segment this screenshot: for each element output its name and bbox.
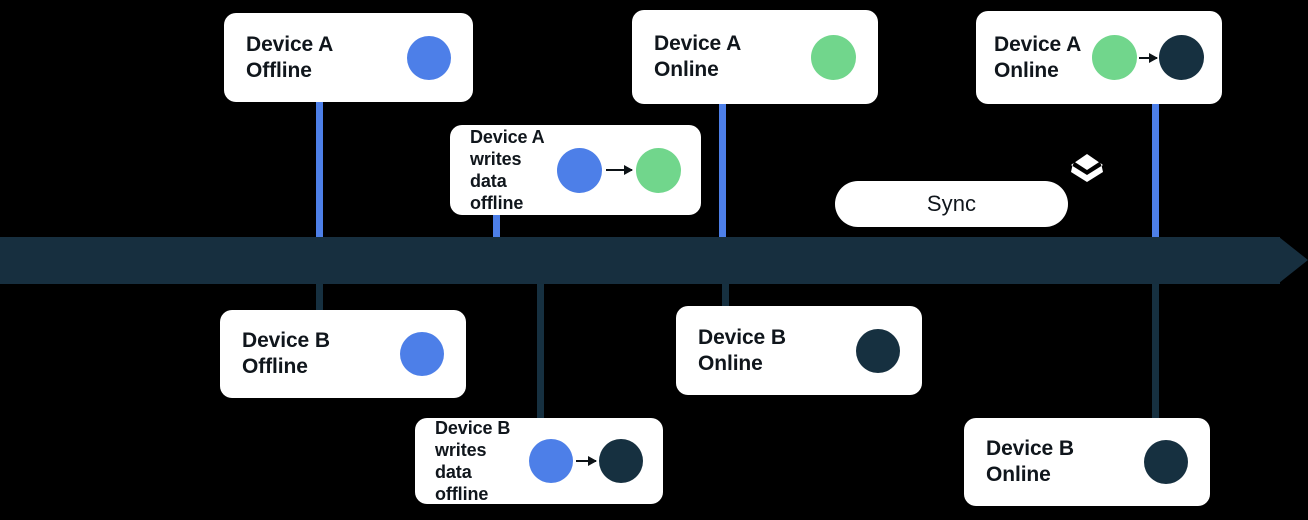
card-label: Device A writes data offline xyxy=(470,126,545,214)
layers-icon xyxy=(1071,154,1103,182)
connector-device-b-offline xyxy=(316,284,323,310)
card-label: Device A Online xyxy=(654,32,742,81)
card-device-b-writes-data-offline[interactable]: Device B writes data offline xyxy=(415,418,663,504)
arrow-icon xyxy=(606,165,633,175)
arrow-icon xyxy=(1139,52,1158,63)
sync-button[interactable]: Sync xyxy=(835,181,1068,227)
status-dot-blue xyxy=(557,147,602,193)
status-dots xyxy=(400,332,444,376)
status-dots xyxy=(529,439,643,483)
status-dots xyxy=(557,147,681,193)
sync-label: Sync xyxy=(926,191,977,216)
card-device-b-online[interactable]: Device B Online xyxy=(676,306,922,395)
status-dots xyxy=(407,35,451,80)
connector-device-b-online-sync xyxy=(1152,284,1159,421)
timeline-axis xyxy=(0,237,1280,284)
status-dots xyxy=(811,34,856,80)
status-dot-navy xyxy=(856,328,900,373)
status-dots xyxy=(1092,35,1204,80)
status-dot-navy xyxy=(1159,35,1204,80)
card-label: Device B Online xyxy=(698,325,786,375)
card-label: Device B Offline xyxy=(242,329,330,378)
status-dot-green xyxy=(811,34,856,80)
card-device-a-online-synced[interactable]: Device A Online xyxy=(976,11,1222,104)
status-dot-navy xyxy=(1144,440,1188,484)
status-dot-green xyxy=(636,147,681,193)
connector-device-a-offline xyxy=(316,100,323,237)
card-device-b-online-synced[interactable]: Device B Online xyxy=(964,418,1210,506)
arrow-icon xyxy=(576,456,597,466)
connector-device-b-writes xyxy=(537,284,544,420)
status-dot-navy xyxy=(599,439,643,483)
card-device-a-writes-data-offline[interactable]: Device A writes data offline xyxy=(450,125,701,215)
status-dot-blue xyxy=(407,35,451,80)
card-label: Device A Online xyxy=(994,32,1082,82)
status-dot-green xyxy=(1092,35,1137,80)
status-dots xyxy=(856,328,900,373)
status-dot-blue xyxy=(400,332,444,376)
timeline-arrow-icon xyxy=(1279,237,1308,283)
status-dot-blue xyxy=(529,439,573,483)
status-dots xyxy=(1144,440,1188,484)
connector-device-b-online xyxy=(722,284,729,306)
card-label: Device B writes data offline xyxy=(435,417,511,505)
connector-device-a-writes xyxy=(493,215,500,237)
card-label: Device A Offline xyxy=(246,32,334,82)
connector-device-a-online-sync xyxy=(1152,100,1159,237)
card-device-a-online[interactable]: Device A Online xyxy=(632,10,878,104)
card-label: Device B Online xyxy=(986,437,1074,486)
connector-device-a-online xyxy=(719,100,726,237)
card-device-b-offline[interactable]: Device B Offline xyxy=(220,310,466,398)
card-device-a-offline[interactable]: Device A Offline xyxy=(224,13,473,102)
